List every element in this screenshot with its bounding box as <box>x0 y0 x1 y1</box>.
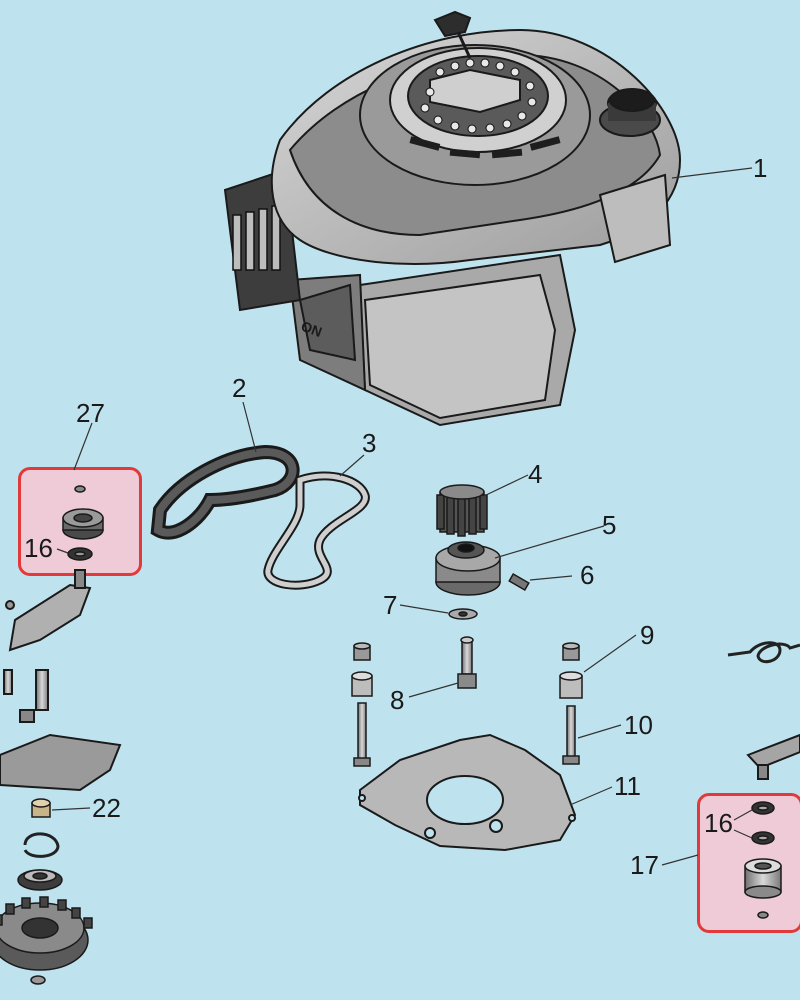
callout-3: 3 <box>362 428 377 458</box>
engine: ON <box>223 10 682 427</box>
spacer-part-22 <box>31 798 51 818</box>
bolt-part-8 <box>457 636 477 689</box>
callout-7: 7 <box>383 590 398 620</box>
arm-bracket-left <box>3 569 92 723</box>
bolt-stack-left <box>351 642 373 767</box>
plate-part-11 <box>358 733 577 852</box>
callout-1: 1 <box>753 153 768 183</box>
belt-part-2 <box>150 444 300 540</box>
callout-22: 22 <box>92 793 121 823</box>
callout-8: 8 <box>390 685 405 715</box>
callout-16-right: 16 <box>704 808 733 838</box>
callout-11: 11 <box>614 771 641 801</box>
callout-5: 5 <box>602 510 617 540</box>
callout-17: 17 <box>630 850 659 880</box>
callout-16-left: 16 <box>24 533 53 563</box>
bearing-part-16-left <box>67 547 93 561</box>
callout-10: 10 <box>624 710 653 740</box>
circlip <box>23 832 60 858</box>
leader-lines <box>51 167 753 866</box>
washer-part-7 <box>448 608 478 620</box>
callout-4: 4 <box>528 459 543 489</box>
callout-27: 27 <box>76 398 105 428</box>
belt-part-3 <box>263 471 370 590</box>
arm-bracket-right <box>746 733 800 780</box>
svg-text:ON: ON <box>299 318 324 340</box>
bolt-stack-right <box>559 642 583 765</box>
pulley-part-5 <box>435 541 501 596</box>
bearing-bottom-left <box>17 869 63 891</box>
spring-right <box>727 641 800 664</box>
bearing-part-16-right-upper <box>751 801 775 815</box>
callout-9: 9 <box>640 620 655 650</box>
bearing-part-27 <box>62 485 104 540</box>
bearing-part-16-right-lower <box>751 831 775 845</box>
plate-lower-left <box>0 733 122 792</box>
bushing-part-17 <box>744 858 782 919</box>
large-gear-bottom-left <box>0 896 93 985</box>
callout-6: 6 <box>580 560 595 590</box>
small-gear-part-4 <box>436 484 488 537</box>
callout-2: 2 <box>232 373 247 403</box>
pin-part-6 <box>508 573 530 591</box>
